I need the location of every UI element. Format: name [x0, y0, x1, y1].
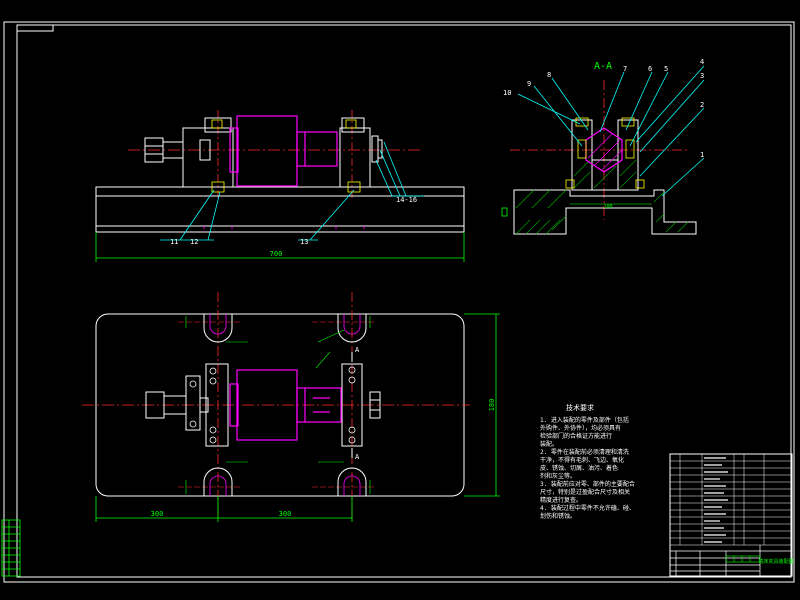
front-label-12: 12: [190, 238, 198, 246]
section-title: A-A: [594, 61, 612, 72]
front-overall-dimension: 700: [270, 250, 283, 258]
plan-view: A A 300 300 180: [82, 292, 500, 522]
front-label-13: 13: [300, 238, 308, 246]
section-view: A-A: [501, 58, 705, 235]
section-dimension: 100: [603, 204, 612, 210]
notes-line: 皮、锈蚀、切屑、油污、着色: [540, 464, 618, 472]
title-block: 铣床夹具装配图: [669, 453, 794, 577]
plan-height-dimension: 180: [488, 399, 496, 412]
section-mark-top: A: [355, 346, 360, 354]
section-label-4: 4: [700, 58, 704, 66]
notes-line: 干净，不得有毛刺、飞边、氧化: [540, 456, 624, 464]
notes-line: 检验部门的合格证方能进行: [540, 432, 612, 440]
notes-line: 剂和灰尘等。: [540, 472, 576, 480]
front-label-14-16: 14-16: [396, 196, 417, 204]
technical-notes: 技术要求 1. 进入装配的零件及部件（包括 外购件、外协件），均必须具有 检验部…: [540, 403, 635, 520]
notes-line: 4. 装配过程中零件不允许磕、碰、: [540, 504, 635, 512]
notes-line: 2. 零件在装配前必须清理和清洗: [540, 448, 629, 456]
notes-line: 装配。: [540, 440, 558, 448]
section-label-2: 2: [700, 101, 704, 109]
notes-line: 精度进行复查。: [540, 496, 582, 504]
drawing-name: 铣床夹具装配图: [758, 558, 793, 565]
margin-stamp: [1, 519, 21, 577]
notes-line: 1. 进入装配的零件及部件（包括: [540, 416, 629, 424]
section-mark-bottom: A: [355, 453, 360, 461]
front-view: 11 12 13 14-16 700: [95, 110, 465, 262]
plan-right-dimension: 300: [279, 510, 292, 518]
drawing-frame: [3, 21, 795, 583]
section-label-8: 8: [547, 71, 551, 79]
plan-left-dimension: 300: [151, 510, 164, 518]
notes-line: 3. 装配前应对零、部件的主要配合: [540, 480, 635, 488]
section-label-7: 7: [623, 65, 627, 73]
section-label-6: 6: [648, 65, 652, 73]
section-label-9: 9: [527, 80, 531, 88]
notes-title: 技术要求: [566, 403, 594, 412]
notes-line: 划伤和锈蚀。: [540, 512, 576, 520]
section-label-10: 10: [503, 89, 511, 97]
section-label-3: 3: [700, 72, 704, 80]
section-label-5: 5: [664, 65, 668, 73]
section-label-1: 1: [700, 151, 704, 159]
notes-line: 尺寸，特别是过盈配合尺寸及相关: [540, 488, 630, 496]
front-label-11: 11: [170, 238, 178, 246]
notes-line: 外购件、外协件），均必须具有: [540, 424, 621, 432]
